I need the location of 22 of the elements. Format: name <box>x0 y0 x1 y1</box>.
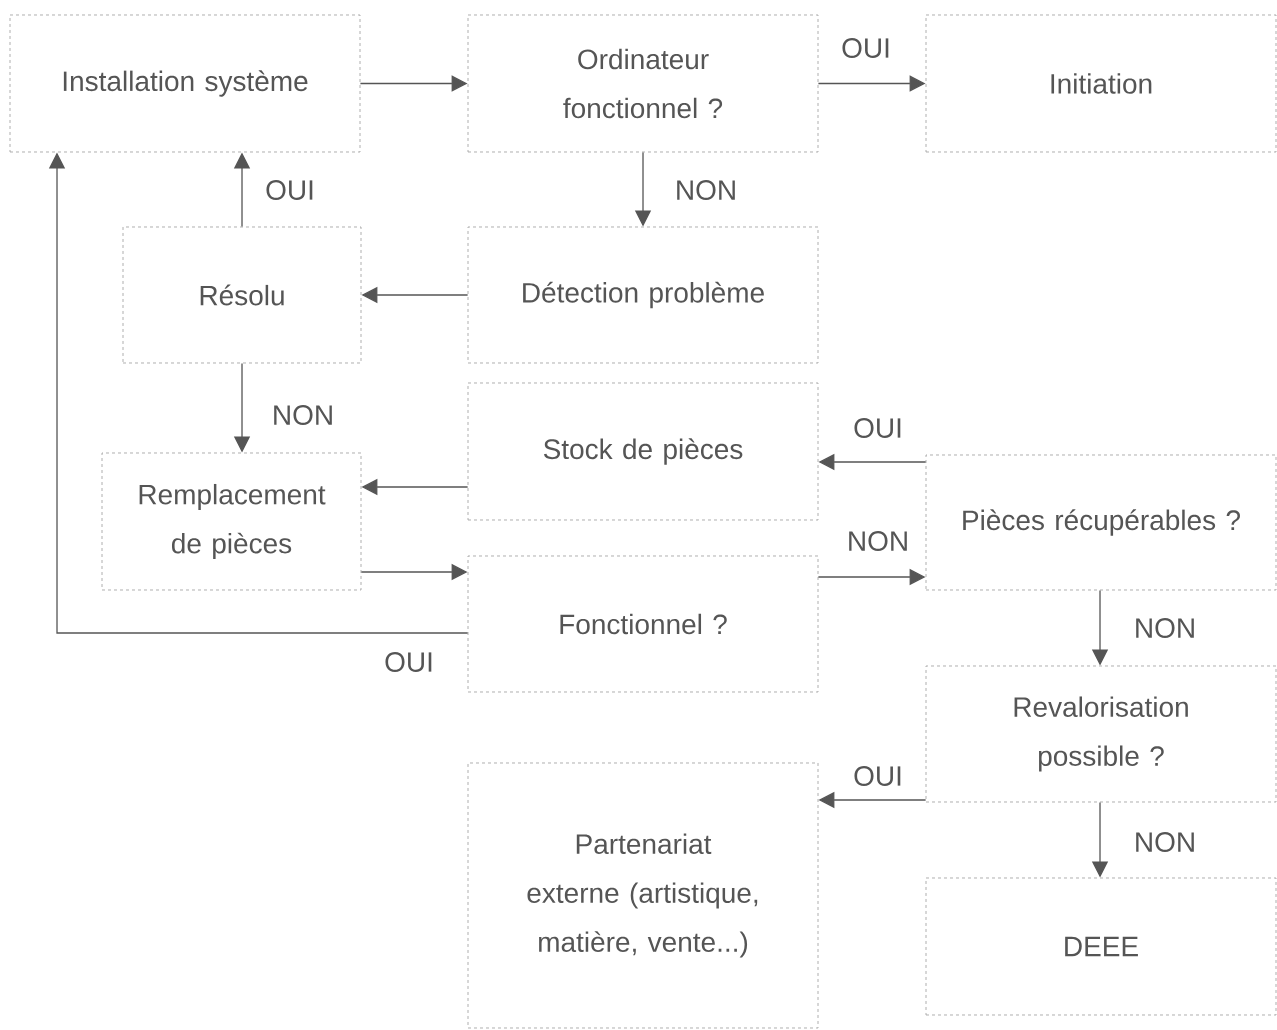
process-box: DEEE <box>925 877 1277 1016</box>
edge-label: NON <box>677 180 735 200</box>
process-box: Stock de pièces <box>467 382 819 521</box>
process-box: Détection problème <box>467 226 819 364</box>
edge-label: OUI <box>842 38 889 58</box>
process-box: Revalorisation possible ? <box>925 665 1277 803</box>
process-box: Installation système <box>9 14 361 153</box>
edge-label: NON <box>274 405 332 425</box>
edge-label: OUI <box>385 652 432 672</box>
process-box: Ordinateur fonctionnel ? <box>467 14 819 153</box>
process-box: Initiation <box>925 14 1277 153</box>
process-box: Fonctionnel ? <box>467 555 819 693</box>
edge-label: NON <box>1136 832 1194 852</box>
edge-label: NON <box>849 531 907 551</box>
process-box: Partenariat externe (artistique, matière, vente...) <box>467 762 819 1029</box>
process-box: Résolu <box>122 226 362 364</box>
process-box: Pièces récupérables ? <box>925 454 1277 591</box>
edge-label: OUI <box>266 180 313 200</box>
edge-label: OUI <box>854 418 901 438</box>
process-box: Remplacement de pièces <box>101 452 362 591</box>
edge-label: NON <box>1136 618 1194 638</box>
edge-label: OUI <box>854 766 901 786</box>
